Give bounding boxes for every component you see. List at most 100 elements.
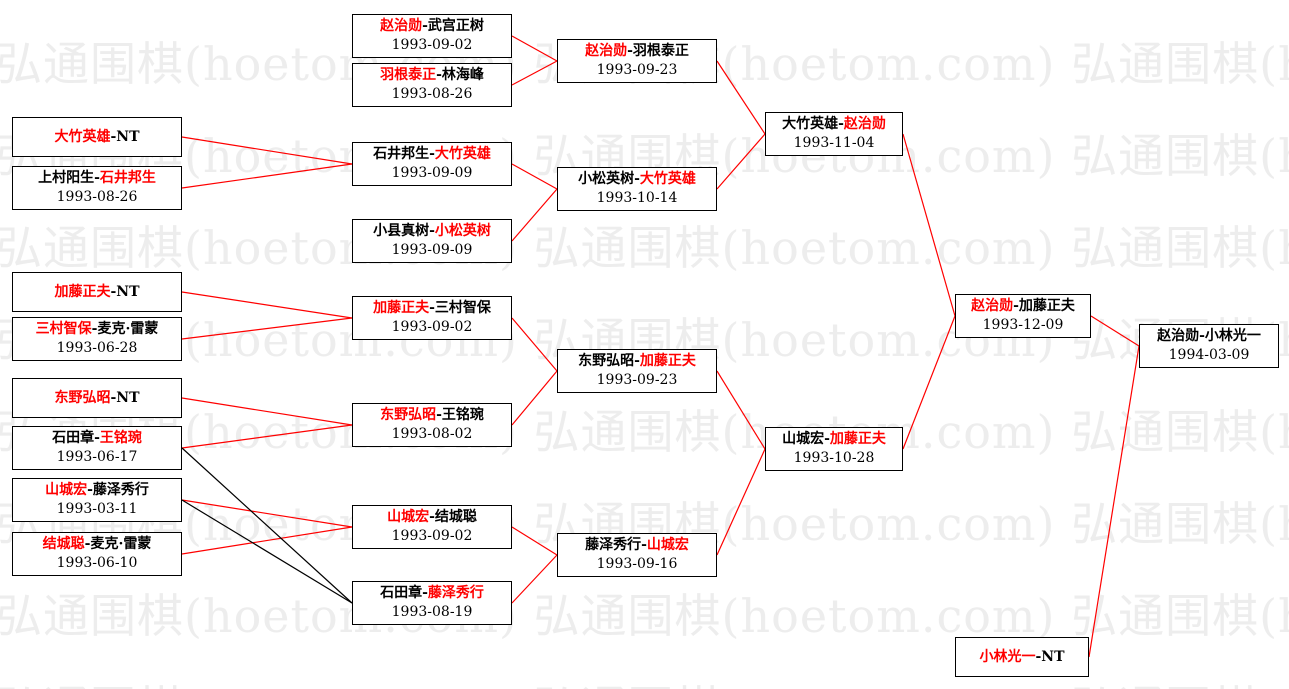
connector-line-m20-m22 [716, 448, 766, 556]
match-date: 1993-08-02 [391, 426, 473, 442]
match-date: 1993-06-10 [56, 555, 138, 571]
connector-line-m12-m18 [511, 188, 558, 242]
connector-line-m2-m11 [181, 163, 353, 189]
connector-line-m7-m15 [181, 499, 353, 528]
connector-line-m3-m13 [181, 291, 353, 319]
match-box-m3: 加藤正夫-NT [12, 272, 182, 312]
match-players: 小县真树-小松英树 [373, 222, 491, 241]
player-name: 结城聪 [434, 509, 477, 525]
player-name: 小林光一 [979, 648, 1036, 665]
player-name: 羽根泰正 [632, 43, 689, 59]
connector-line-m8-m15 [181, 526, 353, 555]
vs-separator: - [634, 353, 640, 369]
match-date: 1993-03-11 [56, 501, 138, 517]
vs-separator: - [429, 223, 435, 239]
player-name: 藤泽秀行 [427, 585, 484, 601]
player-name: 大竹英雄 [782, 116, 839, 132]
player-name: NT [116, 389, 140, 406]
match-date: 1994-03-09 [1168, 347, 1250, 363]
vs-separator: - [436, 407, 442, 423]
vs-separator: - [91, 321, 98, 337]
player-name: 羽根泰正 [380, 67, 437, 83]
vs-separator: - [641, 537, 647, 553]
match-box-m5: 东野弘昭-NT [12, 378, 182, 418]
match-players: 石田章-藤泽秀行 [380, 584, 484, 603]
match-date: 1993-08-26 [391, 86, 473, 102]
player-name: 东野弘昭 [54, 389, 111, 406]
player-name: 藤泽秀行 [585, 537, 642, 553]
player-name: 麦克·雷蒙 [97, 321, 159, 337]
vs-separator: - [87, 482, 93, 498]
player-name: 三村智保 [35, 321, 92, 337]
vs-separator: - [94, 170, 100, 186]
player-name: 赵治勋 [585, 43, 628, 59]
player-name: 王铭琬 [441, 407, 484, 423]
player-name: 赵治勋 [843, 116, 886, 132]
player-name: 石井邦生 [99, 170, 156, 186]
connector-line-m14-m19 [511, 370, 558, 426]
player-name: NT [1041, 648, 1065, 665]
match-date: 1993-09-16 [596, 556, 678, 572]
player-name: 东野弘昭 [578, 353, 635, 369]
player-name: 赵治勋 [380, 18, 423, 34]
match-box-m1: 大竹英雄-NT [12, 117, 182, 157]
player-name: NT [116, 283, 140, 300]
player-name: 加藤正夫 [54, 283, 111, 300]
match-date: 1993-11-04 [793, 135, 875, 151]
match-players: 山城宏-结城聪 [387, 508, 477, 527]
player-name: NT [116, 128, 140, 145]
player-name: 大竹英雄 [54, 128, 111, 145]
connector-line-m21-m23 [902, 133, 956, 317]
match-date: 1993-10-14 [596, 190, 678, 206]
player-name: 山城宏 [646, 537, 689, 553]
connector-line-m11-m18 [511, 163, 558, 190]
connector-line-m16-m20 [511, 554, 558, 604]
match-players: 加藤正夫-三村智保 [373, 299, 491, 318]
match-players: 结城聪-麦克·雷蒙 [43, 535, 152, 554]
match-players: 东野弘昭-NT [54, 389, 139, 408]
player-name: 赵治勋 [1157, 328, 1200, 344]
vs-separator: - [1013, 298, 1019, 314]
player-name: 三村智保 [434, 300, 491, 316]
match-players: 东野弘昭-王铭琬 [380, 406, 484, 425]
match-players: 山城宏-加藤正夫 [782, 430, 886, 449]
player-name: 山城宏 [782, 431, 825, 447]
vs-separator: - [422, 585, 428, 601]
vs-separator: - [1199, 328, 1205, 344]
player-name: 加藤正夫 [639, 353, 696, 369]
connector-line-m6-m14 [181, 424, 353, 449]
connector-line-m18-m21 [716, 133, 766, 190]
match-players: 山城宏-藤泽秀行 [45, 481, 149, 500]
player-name: 大竹英雄 [639, 171, 696, 187]
match-date: 1993-09-02 [391, 37, 473, 53]
vs-separator: - [429, 146, 435, 162]
connector-line-m9-m17 [511, 35, 558, 62]
player-name: 王铭琬 [99, 430, 142, 446]
vs-separator: - [838, 116, 844, 132]
player-name: 加藤正夫 [1018, 298, 1075, 314]
player-name: 小松英树 [434, 223, 491, 239]
player-name: 石井邦生 [373, 146, 430, 162]
player-name: 东野弘昭 [380, 407, 437, 423]
match-players: 羽根泰正-林海峰 [380, 66, 484, 85]
player-name: 石田章 [380, 585, 423, 601]
connector-line-m15-m20 [511, 526, 558, 556]
vs-separator: - [84, 536, 91, 552]
match-date: 1993-08-19 [391, 604, 473, 620]
vs-separator: - [110, 283, 117, 300]
connector-line-m1-m11 [181, 136, 353, 165]
match-date: 1993-12-09 [982, 317, 1064, 333]
connector-line-m13-m19 [511, 317, 558, 372]
player-name: 林海峰 [441, 67, 484, 83]
watermark-row: 弘通围棋(hoetom.com) 弘通围棋(hoetom.com) 弘通围棋(h… [0, 672, 1289, 689]
